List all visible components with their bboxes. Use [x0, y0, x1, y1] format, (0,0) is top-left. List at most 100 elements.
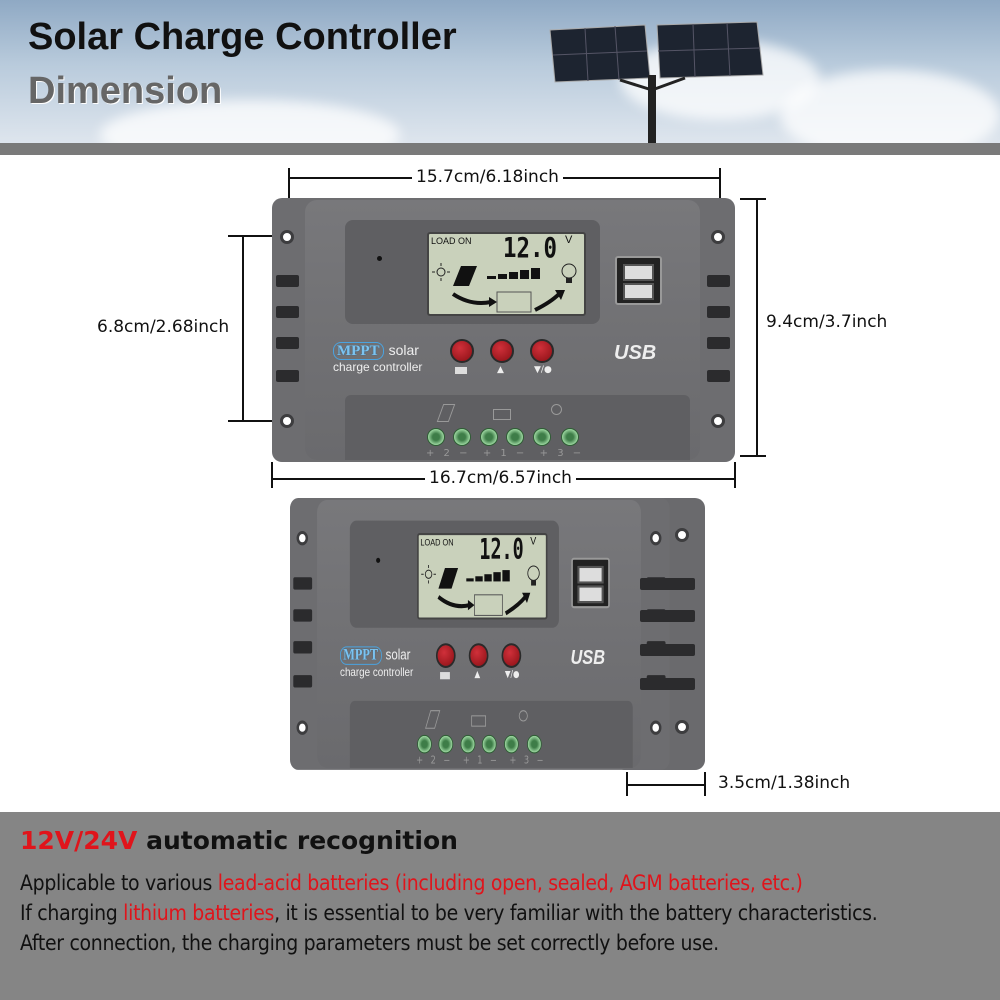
vent [276, 370, 299, 382]
terminal-screw [460, 734, 476, 754]
vent [293, 609, 313, 622]
mount-hole [649, 530, 662, 546]
terminal-screw [427, 428, 445, 446]
mppt-logo: MPPT [340, 646, 382, 665]
line2-highlight: lithium batteries [123, 901, 275, 925]
sensor-dot [376, 557, 381, 563]
terminal-screw [417, 734, 432, 754]
voltage-text: 12V/24V [20, 826, 138, 855]
terminal-screw [526, 734, 542, 754]
vent [640, 644, 695, 656]
lcd-icons [421, 564, 540, 616]
up-button[interactable] [468, 643, 489, 668]
brand-logo: MPPT solar charge controller [340, 644, 413, 679]
mount-hole [711, 414, 725, 428]
brand-line1: solar [385, 646, 411, 663]
page-subtitle: Dimension [28, 70, 223, 112]
mount-hole [711, 230, 725, 244]
lcd-display: LOAD ON 12.0 V [417, 531, 548, 620]
solar-panel-icon [453, 266, 477, 286]
usb-ports[interactable] [571, 557, 610, 609]
line1-highlight: lead-acid batteries (including open, sea… [217, 871, 803, 895]
usb-port[interactable] [623, 264, 654, 281]
mount-hole [675, 720, 689, 734]
line1-text: Applicable to various [20, 871, 218, 895]
lcd-value: 12.0 [479, 531, 524, 566]
menu-icon [440, 672, 450, 680]
battery-terminal-icon [471, 715, 486, 727]
lcd-display: LOAD ON 12.0 V [427, 231, 586, 316]
line2-text: If charging [20, 901, 124, 925]
mount-hole [280, 414, 294, 428]
sun-icon [432, 263, 450, 281]
charge-controller: LOAD ON 12.0 V MPPT solar charge control… [290, 498, 670, 770]
battery-icon [474, 594, 503, 616]
solar-panel-icon [438, 568, 459, 589]
vent [707, 370, 730, 382]
terminal-screw [480, 428, 498, 446]
usb-ports[interactable] [615, 256, 662, 305]
vent [293, 577, 313, 590]
terminal-screw [453, 428, 471, 446]
sun-icon [421, 564, 436, 584]
dim-line-right [756, 198, 758, 456]
menu-icon [455, 367, 467, 374]
lcd-icons [432, 263, 577, 313]
mount-hole [296, 720, 309, 735]
up-button[interactable] [490, 339, 514, 363]
terminal-labels: + 2 − + 1 − + 3 − [416, 755, 546, 767]
dim-tick [228, 235, 288, 237]
brand-line1: solar [388, 342, 419, 358]
usb-port[interactable] [623, 283, 654, 300]
solar-panel-image [549, 21, 764, 145]
down-load-button[interactable] [501, 643, 522, 668]
vent [707, 275, 730, 287]
vent [293, 675, 313, 688]
terminal-screw [506, 428, 524, 446]
charge-controller: LOAD ON 12.0 V MPPT solar charge control… [272, 198, 735, 462]
terminal-recess [345, 395, 690, 460]
dim-tick [740, 198, 766, 200]
line2-rest: , it is essential to be very familiar wi… [20, 901, 878, 955]
arrow-icon [437, 595, 470, 609]
info-body: Applicable to various lead-acid batterie… [20, 868, 990, 958]
up-triangle-icon: ▲ [474, 670, 481, 681]
usb-port[interactable] [577, 565, 604, 584]
info-heading: 12V/24V automatic recognition [20, 826, 458, 855]
load-terminal-icon [518, 710, 528, 722]
mppt-logo: MPPT [333, 342, 384, 360]
terminal-screw [438, 734, 454, 754]
down-load-button[interactable] [530, 339, 554, 363]
terminal-screw [504, 734, 519, 754]
terminal-labels: + 2 − + 1 − + 3 − [426, 448, 585, 459]
lcd-status: LOAD ON [420, 537, 454, 548]
dim-hole-height: 6.8cm/2.68inch [93, 317, 234, 337]
vent [276, 306, 299, 318]
usb-logo: USB [614, 342, 657, 364]
battery-level-icon [466, 570, 510, 582]
vent [640, 610, 695, 622]
dim-total-width: 16.7cm/6.57inch [425, 468, 576, 488]
usb-logo: USB [570, 646, 606, 669]
info-panel: 12V/24V automatic recognition Applicable… [0, 812, 1000, 1000]
dim-tick [740, 455, 766, 457]
terminal-screw [561, 428, 579, 446]
load-terminal-icon [551, 404, 562, 415]
brand-logo: MPPT solar charge controller [333, 340, 422, 374]
vent [707, 337, 730, 349]
brand-line2: charge controller [333, 360, 423, 374]
page-title: Solar Charge Controller [28, 16, 457, 58]
menu-button[interactable] [450, 339, 474, 363]
battery-icon [496, 291, 532, 313]
usb-port[interactable] [577, 585, 604, 604]
battery-level-icon [487, 268, 540, 279]
menu-button[interactable] [435, 643, 456, 668]
battery-terminal-icon [493, 409, 511, 420]
dim-tick [626, 772, 628, 796]
lcd-status: LOAD ON [431, 236, 472, 246]
vent [707, 306, 730, 318]
header-banner: Solar Charge Controller Dimension [0, 0, 1000, 145]
controller-angled-view: LOAD ON 12.0 V MPPT solar charge control… [290, 498, 705, 770]
controller-front-view: LOAD ON 12.0 V MPPT solar charge control… [272, 198, 735, 462]
heading-rest: automatic recognition [137, 826, 458, 855]
